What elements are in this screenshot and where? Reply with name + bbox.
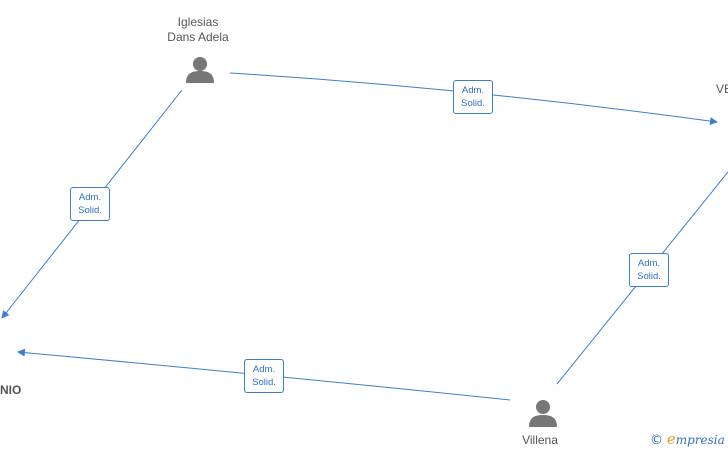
- edge-role-line1: Adm.: [252, 364, 276, 375]
- edge-role-line1: Adm.: [637, 258, 661, 269]
- node-label-iglesias[interactable]: Iglesias Dans Adela: [148, 15, 248, 45]
- edge-role-label[interactable]: Adm. Solid.: [244, 359, 284, 393]
- edge-role-line2: Solid.: [461, 98, 485, 109]
- edge-role-line2: Solid.: [252, 377, 276, 388]
- edge-role-line2: Solid.: [78, 205, 102, 216]
- brand-logo-text: mpresia: [675, 433, 725, 447]
- node-name-line2: Dans Adela: [167, 30, 229, 44]
- edge-role-line1: Adm.: [78, 192, 102, 203]
- node-label-villena[interactable]: Villena: [500, 433, 580, 448]
- edge-role-label[interactable]: Adm. Solid.: [629, 253, 669, 287]
- brand-logo-e: e: [666, 430, 676, 448]
- copyright-symbol: ©: [650, 433, 663, 448]
- node-label-left-partial[interactable]: NIO: [0, 383, 30, 398]
- node-name: VE: [716, 82, 728, 96]
- person-icon-villena[interactable]: [529, 400, 557, 427]
- edge-role-label[interactable]: Adm. Solid.: [70, 187, 110, 221]
- person-icon-iglesias[interactable]: [186, 57, 214, 83]
- node-name: Villena: [522, 433, 558, 447]
- edge-role-line1: Adm.: [461, 85, 485, 96]
- empresia-watermark: © empresia: [650, 430, 725, 448]
- edge-role-label[interactable]: Adm. Solid.: [453, 80, 493, 114]
- edge-role-line2: Solid.: [637, 271, 661, 282]
- node-name-line1: Iglesias: [177, 15, 219, 29]
- node-label-right-partial[interactable]: VE: [716, 82, 728, 97]
- node-name: NIO: [0, 383, 22, 397]
